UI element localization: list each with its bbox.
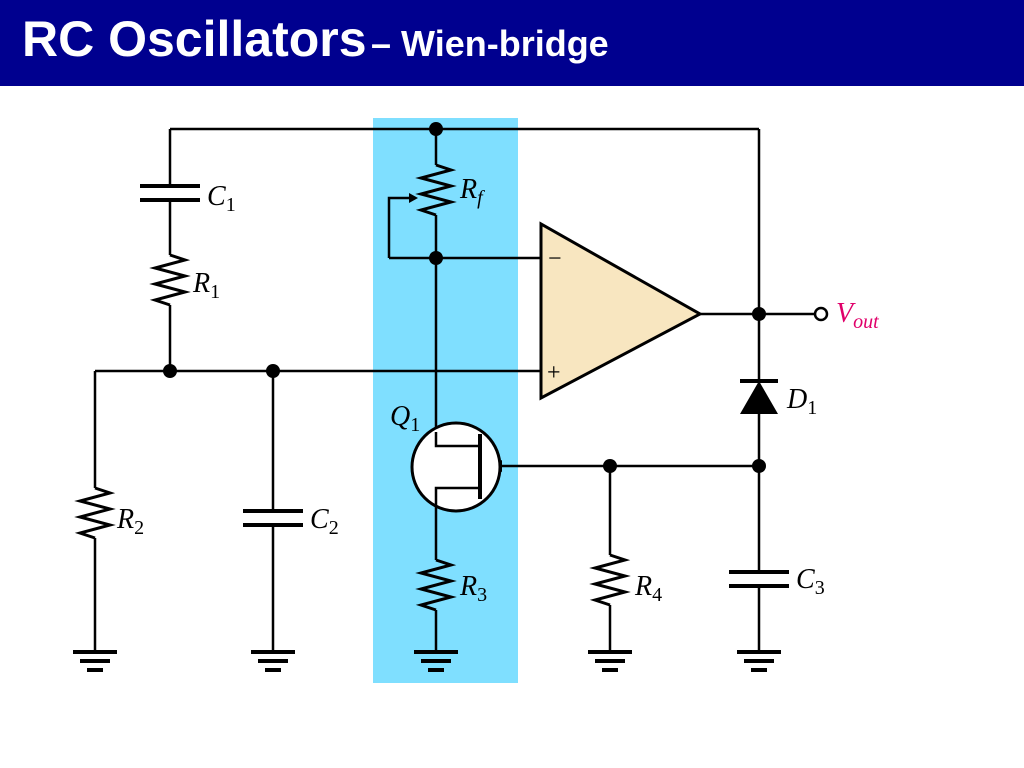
- rf-wiper-arrow: [409, 193, 418, 203]
- ground-c2: [251, 650, 295, 672]
- label-q1: Q1: [390, 401, 420, 436]
- ground-r4: [588, 650, 632, 672]
- vout-terminal: [813, 306, 829, 322]
- ground-r3: [414, 650, 458, 672]
- label-c1: C1: [207, 181, 236, 216]
- title-subtitle: – Wien-bridge: [371, 23, 609, 64]
- title-bar: RC Oscillators – Wien-bridge: [0, 0, 1024, 86]
- label-vout: Vout: [836, 298, 879, 333]
- wire-rf-wiper: [387, 196, 412, 258]
- label-c2: C2: [310, 504, 339, 539]
- jfet-q1: [410, 421, 502, 560]
- ground-c3: [737, 650, 781, 672]
- op-amp: [539, 221, 704, 401]
- node-r1: [163, 364, 177, 378]
- op-amp-minus-sign: −: [548, 246, 562, 272]
- resistor-r2: [74, 486, 116, 540]
- node-top: [429, 122, 443, 136]
- label-r3: R3: [459, 571, 487, 606]
- highlight-band: [373, 118, 518, 683]
- resistor-r3: [415, 558, 457, 612]
- capacitor-c1: [140, 184, 200, 202]
- resistor-r4: [589, 553, 631, 607]
- label-c3: C3: [796, 564, 825, 599]
- label-r1: R1: [192, 268, 220, 303]
- capacitor-c2: [243, 509, 303, 527]
- title-main: RC Oscillators: [22, 11, 367, 67]
- resistor-r1: [149, 253, 191, 307]
- op-amp-plus-sign: +: [547, 360, 561, 386]
- node-output: [752, 307, 766, 321]
- slide-title: RC Oscillators – Wien-bridge: [22, 10, 609, 68]
- label-r2: R2: [116, 504, 144, 539]
- capacitor-c3: [729, 570, 789, 588]
- ground-r2: [73, 650, 117, 672]
- diode-d1: [740, 379, 778, 414]
- label-r4: R4: [634, 571, 662, 606]
- resistor-rf: [415, 163, 457, 217]
- node-minus: [429, 251, 443, 265]
- label-rf: Rf: [459, 174, 485, 209]
- label-d1: D1: [786, 384, 817, 419]
